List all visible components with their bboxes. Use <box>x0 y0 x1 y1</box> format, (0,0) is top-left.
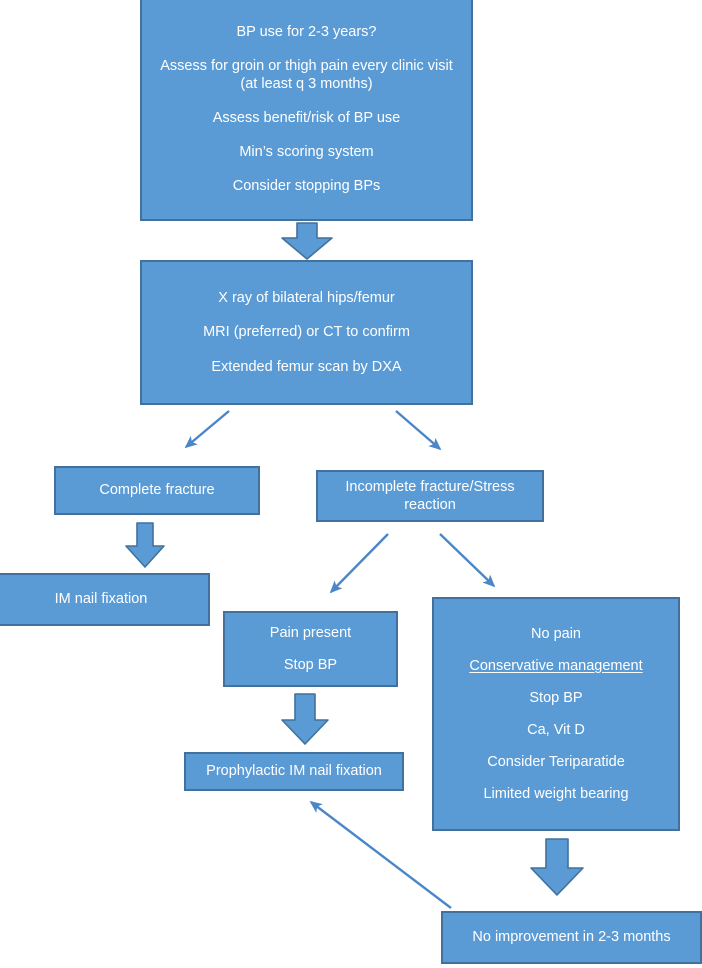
arrow-incomplete-to-pain <box>329 533 389 594</box>
node-line: Complete fracture <box>99 482 215 499</box>
pain-present-node[interactable]: Pain present Stop BP <box>223 611 398 687</box>
node-line: Extended femur scan by DXA <box>211 358 402 375</box>
arrow-nopain-to-noimprovement <box>530 838 584 896</box>
node-line: Pain present <box>269 624 352 641</box>
node-line: BP use for 2-3 years? <box>236 23 377 40</box>
imaging-workup-node[interactable]: X ray of bilateral hips/femur MRI (prefe… <box>140 260 473 405</box>
node-line: Limited weight bearing <box>483 786 629 803</box>
node-line: Stop BP <box>283 657 338 673</box>
arrow-incomplete-to-nopain <box>439 533 496 588</box>
assess-bp-use-node[interactable]: BP use for 2-3 years? Assess for groin o… <box>140 0 473 221</box>
node-line-conservative-management: Conservative management <box>469 657 643 674</box>
im-nail-fixation-node[interactable]: IM nail fixation <box>0 573 210 626</box>
arrow-pain-to-prophylactic <box>281 693 329 745</box>
no-pain-conservative-node[interactable]: No pain Conservative management Stop BP … <box>432 597 680 831</box>
node-line: X ray of bilateral hips/femur <box>218 290 395 307</box>
incomplete-fracture-node[interactable]: Incomplete fracture/Stress reaction <box>316 470 544 522</box>
node-line: IM nail fixation <box>54 591 148 608</box>
arrow-imaging-to-incomplete <box>395 410 442 451</box>
node-line: No improvement in 2-3 months <box>472 929 671 946</box>
node-line: Prophylactic IM nail fixation <box>206 763 382 780</box>
node-line: Min’s scoring system <box>239 144 374 161</box>
node-line: No pain <box>531 625 581 642</box>
node-line: Incomplete fracture/Stress reaction <box>345 478 515 513</box>
arrow-imaging-to-complete <box>184 410 230 449</box>
arrow-assess-to-imaging <box>281 222 333 260</box>
no-improvement-node[interactable]: No improvement in 2-3 months <box>441 911 702 964</box>
node-line: Consider stopping BPs <box>232 178 381 195</box>
node-line: Assess for groin or thigh pain every cli… <box>160 57 453 92</box>
node-line: Stop BP <box>529 689 583 706</box>
complete-fracture-node[interactable]: Complete fracture <box>54 466 260 515</box>
node-line: Consider Teriparatide <box>487 754 625 771</box>
arrow-complete-to-imnail <box>125 522 165 568</box>
prophylactic-im-nail-node[interactable]: Prophylactic IM nail fixation <box>184 752 404 791</box>
node-line: MRI (preferred) or CT to confirm <box>203 324 410 341</box>
arrow-noimprovement-to-prophylactic <box>309 800 452 909</box>
node-line: Ca, Vit D <box>527 722 585 738</box>
node-line: Assess benefit/risk of BP use <box>212 110 401 126</box>
